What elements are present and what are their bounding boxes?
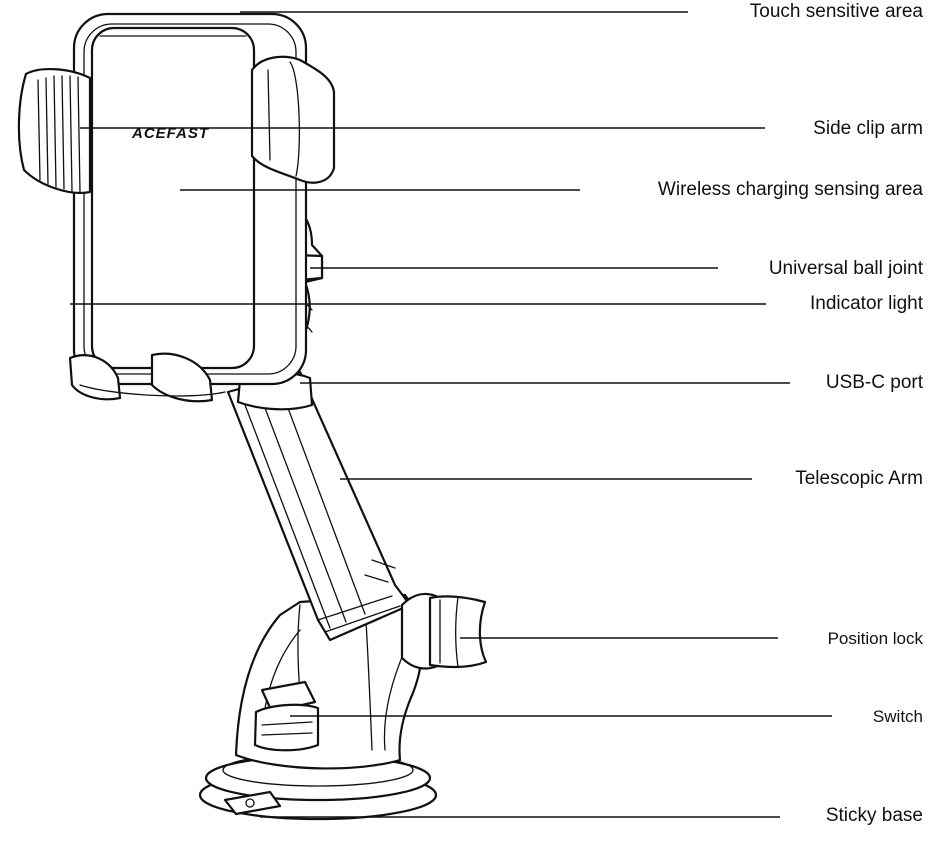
bottom-supports [68,352,226,403]
label-indicator-light: Indicator light [809,293,923,314]
position-lock-knob [400,592,488,670]
label-usb-c-port: USB-C port [825,372,923,393]
label-side-clip-arm: Side clip arm [813,118,923,139]
brand-logo: ACEFAST [131,125,210,142]
telescopic-arm [226,370,412,642]
sticky-base [198,753,438,821]
callout-lines [70,11,832,818]
label-wireless-charging-area: Wireless charging sensing area [657,179,923,200]
label-sticky-base: Sticky base [825,805,923,826]
label-position-lock: Position lock [827,629,923,648]
left-clip-arm [17,67,92,194]
label-universal-ball-joint: Universal ball joint [768,258,923,279]
right-clip-arm [250,55,336,184]
label-telescopic-arm: Telescopic Arm [795,468,923,489]
label-switch: Switch [872,707,923,726]
label-touch-sensitive-area: Touch sensitive area [749,1,923,22]
